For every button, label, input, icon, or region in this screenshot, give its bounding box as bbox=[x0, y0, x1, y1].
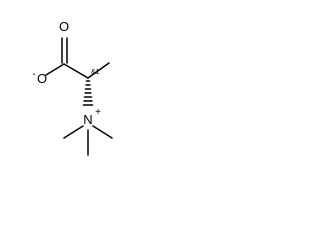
carboxylate-single-bond bbox=[45, 63, 65, 76]
n-methyl-bond-left bbox=[63, 125, 84, 139]
nitrogen-charge-label: + bbox=[95, 107, 101, 118]
alpha-carbon-methyl-bond bbox=[87, 62, 110, 79]
nitrogen-label: N bbox=[83, 112, 92, 127]
hashed-wedge-bond bbox=[82, 80, 94, 106]
structure-diagram: O - O &1 N + bbox=[32, 19, 113, 156]
n-methyl-bond-right bbox=[92, 125, 113, 139]
carbonyl-oxygen-label: O bbox=[59, 19, 69, 34]
carboxylate-oxygen-label: O bbox=[37, 71, 47, 86]
carboxyl-to-alpha-carbon-bond bbox=[63, 63, 89, 79]
carboxylate-charge-label: - bbox=[32, 69, 35, 80]
stereo-annotation-label: &1 bbox=[91, 69, 100, 76]
carboxylate-group bbox=[45, 37, 89, 79]
